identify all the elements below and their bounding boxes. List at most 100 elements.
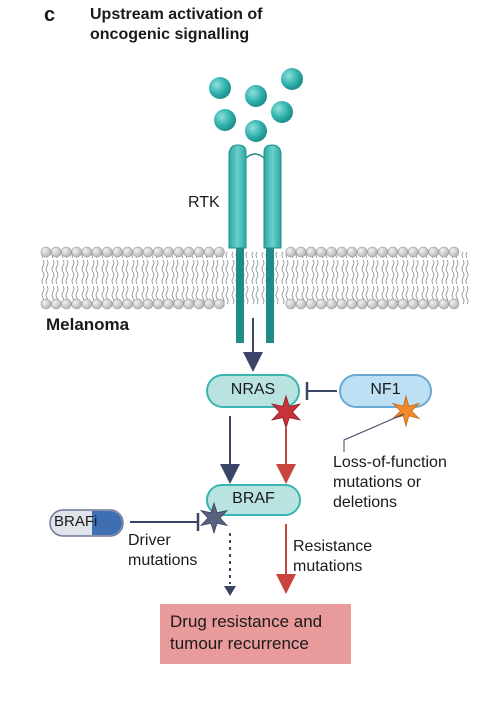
membrane-head <box>356 246 368 258</box>
membrane-head <box>397 298 409 310</box>
membrane-head <box>101 298 113 310</box>
ligand-molecules <box>209 68 303 142</box>
membrane-head <box>40 246 52 258</box>
membrane-head <box>101 246 113 258</box>
nf1-mutation-star <box>391 394 421 428</box>
membrane-head <box>112 246 123 258</box>
rtk-label: RTK <box>188 194 220 211</box>
membrane-head <box>336 246 348 258</box>
lof-line: deletions <box>333 494 398 511</box>
membrane-head <box>356 298 368 310</box>
membrane-head <box>407 298 419 310</box>
membrane-head <box>326 246 337 258</box>
panel-title: Upstream activation of oncogenic signall… <box>90 5 350 45</box>
membrane-head <box>71 298 82 310</box>
nf1-node <box>339 374 432 408</box>
brafi-drug-capsule <box>49 509 124 537</box>
outcome-line: Drug resistance and <box>170 612 323 631</box>
resistance-line: mutations <box>293 558 363 575</box>
panel-letter: c <box>44 4 56 26</box>
nras-node <box>206 374 300 408</box>
membrane-head <box>81 246 93 258</box>
inhibition-brafi-braf <box>130 513 200 531</box>
membrane-head <box>448 298 460 310</box>
membrane-head <box>91 298 103 310</box>
membrane-head <box>122 246 133 258</box>
ligand-molecule <box>209 77 231 99</box>
nras-label: NRAS <box>230 381 276 398</box>
outcome-line: tumour recurrence <box>170 634 309 653</box>
panel-title-line: oncogenic signalling <box>90 26 250 43</box>
nf1-callout-line <box>343 413 405 452</box>
membrane-head <box>142 246 154 258</box>
membrane-head <box>367 246 378 258</box>
ligand-molecule <box>214 109 236 131</box>
membrane-head <box>50 298 62 310</box>
membrane-head <box>173 246 184 258</box>
braf-node <box>206 484 301 516</box>
membrane-head <box>81 298 93 310</box>
membrane-head <box>183 246 195 258</box>
membrane-head <box>295 246 307 258</box>
membrane-head <box>285 298 297 310</box>
membrane-head <box>183 298 195 310</box>
lof-line: Loss-of-function <box>333 454 447 471</box>
membrane-head <box>438 298 450 310</box>
membrane-head <box>305 298 317 310</box>
nf1-label: NF1 <box>370 381 401 398</box>
membrane-head <box>122 298 133 310</box>
membrane-head <box>397 246 409 258</box>
lof-annotation: Loss-of-function mutations or deletions <box>333 453 447 513</box>
arrow-head-dotted <box>224 586 236 596</box>
membrane-head <box>418 298 429 310</box>
membrane-head <box>112 298 123 310</box>
membrane-head <box>407 246 419 258</box>
membrane-head <box>377 246 388 258</box>
braf-mutation-star <box>199 501 229 535</box>
ligand-molecule <box>271 101 293 123</box>
membrane-head <box>132 246 144 258</box>
membrane-head <box>193 246 205 258</box>
braf-label: BRAF <box>232 490 275 507</box>
membrane-head <box>418 246 429 258</box>
membrane-head <box>336 298 348 310</box>
lof-line: mutations or <box>333 474 422 491</box>
membrane-head <box>193 298 205 310</box>
rtk-receptor <box>228 144 282 343</box>
ligand-molecule <box>281 68 303 90</box>
membrane-head <box>438 246 450 258</box>
membrane-head <box>142 298 154 310</box>
membrane-head <box>132 298 144 310</box>
membrane-head <box>163 246 174 258</box>
membrane-head <box>61 298 72 310</box>
membrane-head <box>214 246 225 258</box>
membrane-head <box>50 246 62 258</box>
membrane-heads-top <box>40 246 460 258</box>
driver-line: Driver <box>128 532 171 549</box>
ligand-molecule <box>245 120 267 142</box>
membrane-head <box>163 298 174 310</box>
membrane-head <box>173 298 184 310</box>
resistance-mutations-label: Resistance mutations <box>293 537 372 577</box>
cell-membrane <box>40 246 470 310</box>
resistance-line: Resistance <box>293 538 373 555</box>
membrane-head <box>61 246 72 258</box>
membrane-head <box>346 298 358 310</box>
membrane-head <box>428 298 439 310</box>
membrane-head <box>316 246 327 258</box>
membrane-head <box>305 246 317 258</box>
outcome-box: Drug resistance and tumour recurrence <box>160 604 351 664</box>
membrane-head <box>40 298 52 310</box>
membrane-head <box>152 246 164 258</box>
membrane-head <box>285 246 297 258</box>
ligand-molecule <box>245 85 267 107</box>
membrane-head <box>367 298 378 310</box>
driver-mutations-label: Driver mutations <box>128 531 197 571</box>
membrane-head <box>346 246 358 258</box>
membrane-head <box>152 298 164 310</box>
driver-line: mutations <box>128 552 198 569</box>
inhibition-nf1-nras <box>305 382 337 400</box>
membrane-head <box>428 246 439 258</box>
panel-title-line: Upstream activation of <box>90 6 263 23</box>
